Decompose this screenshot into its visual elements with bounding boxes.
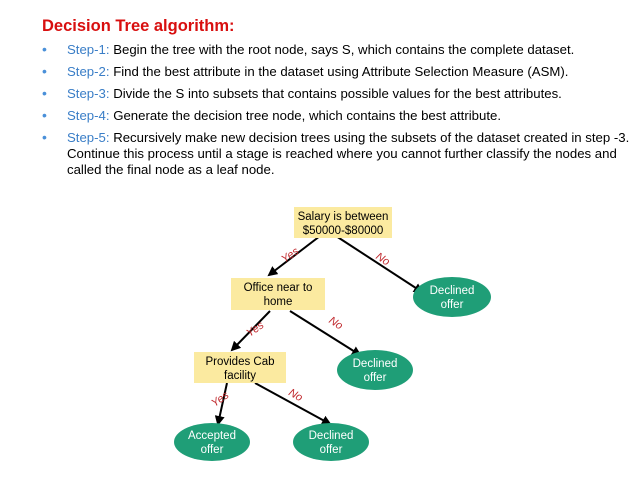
page-title: Decision Tree algorithm: (42, 17, 235, 35)
node-label-line: Provides Cab (205, 356, 274, 368)
node-label-line: Declined (353, 358, 398, 370)
node-label-line: Salary is between (298, 211, 389, 223)
step-text: Generate the decision tree node, which c… (109, 108, 502, 123)
step-text: Begin the tree with the root node, says … (109, 42, 575, 57)
node-label-line: offer (364, 372, 387, 384)
edge-cab-yes (214, 382, 228, 426)
step-text: Find the best attribute in the dataset u… (109, 64, 569, 79)
edge-label-root-yes: Yes (279, 245, 301, 266)
leaf-node-declined-3: Declined offer (293, 423, 369, 461)
edge-office-yes (230, 310, 271, 352)
bullet-icon: • (42, 41, 47, 57)
edge-label-office-yes: Yes (244, 319, 266, 340)
edge-label-root-no: No (373, 251, 391, 269)
edge-label-office-no: No (326, 315, 344, 333)
step-item: • Step-3: Divide the S into subsets that… (42, 85, 632, 102)
leaf-node-accepted: Accepted offer (174, 423, 250, 461)
edge-root-no (335, 235, 424, 294)
step-label: Step-5: (67, 130, 110, 145)
bullet-icon: • (42, 63, 47, 79)
bullet-icon: • (42, 85, 47, 101)
step-item: • Step-4: Generate the decision tree nod… (42, 107, 632, 124)
decision-node-cab: Provides Cab facility (194, 352, 286, 383)
decision-node-office: Office near to home (231, 278, 325, 310)
step-text: Recursively make new decision trees usin… (67, 130, 630, 177)
node-label-line: offer (320, 444, 343, 456)
node-label-line: offer (201, 444, 224, 456)
edge-cab-no (254, 382, 332, 425)
node-label-line: $50000-$80000 (303, 225, 384, 237)
bullet-icon: • (42, 129, 47, 145)
node-label-line: offer (441, 299, 464, 311)
step-label: Step-1: (67, 42, 110, 57)
step-item: • Step-2: Find the best attribute in the… (42, 63, 632, 80)
step-item: • Step-1: Begin the tree with the root n… (42, 41, 632, 58)
node-label-line: Office near to (244, 282, 313, 294)
step-label: Step-3: (67, 86, 110, 101)
bullet-icon: • (42, 107, 47, 123)
node-label-line: facility (224, 370, 256, 382)
steps-list: • Step-1: Begin the tree with the root n… (42, 41, 632, 184)
edge-office-no (289, 310, 362, 357)
step-label: Step-4: (67, 108, 110, 123)
node-label-line: Accepted (188, 430, 236, 442)
leaf-node-declined-1: Declined offer (413, 277, 491, 317)
node-label-line: Declined (309, 430, 354, 442)
edge-label-cab-yes: Yes (209, 389, 231, 410)
step-label: Step-2: (67, 64, 110, 79)
edge-root-yes (267, 235, 321, 277)
node-label-line: Declined (430, 285, 475, 297)
step-item: • Step-5: Recursively make new decision … (42, 129, 632, 178)
leaf-node-declined-2: Declined offer (337, 350, 413, 390)
node-label-line: home (264, 296, 293, 308)
decision-node-salary: Salary is between $50000-$80000 (294, 207, 392, 238)
step-text: Divide the S into subsets that contains … (109, 86, 562, 101)
